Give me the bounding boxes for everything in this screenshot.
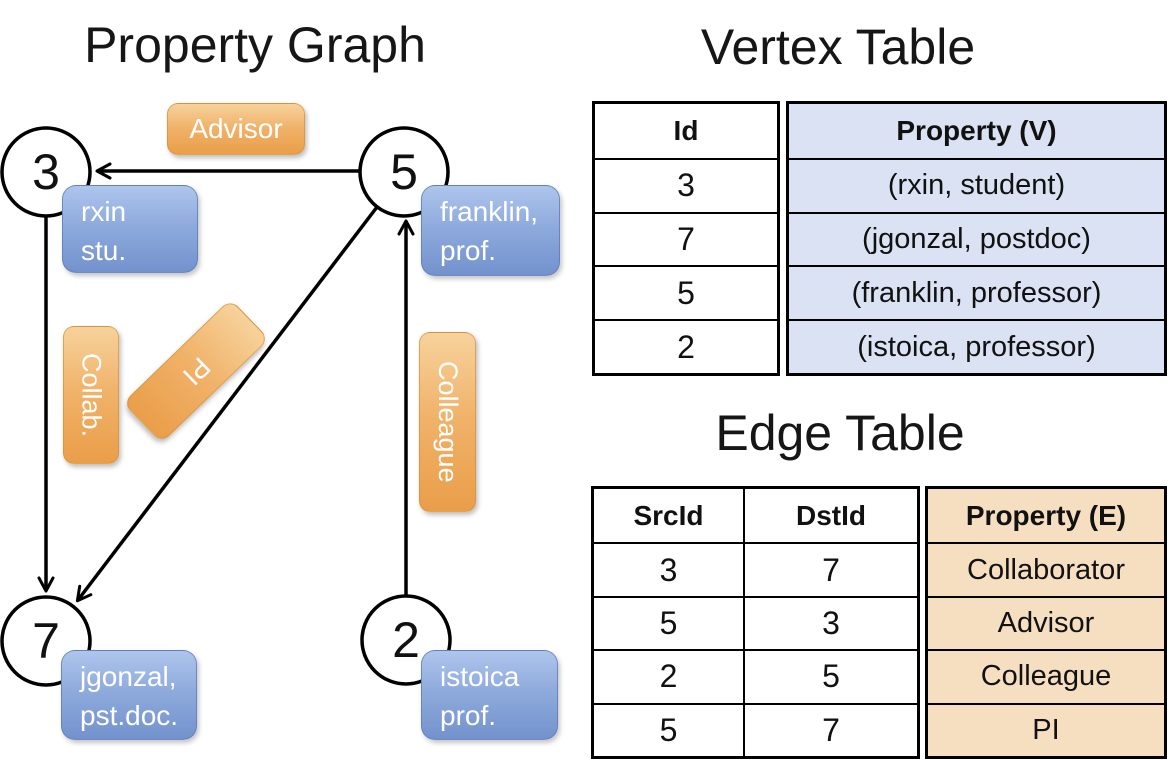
edge-table-title: Edge Table bbox=[715, 405, 965, 461]
vertex-id-3: 3 bbox=[32, 144, 60, 200]
edge-label-advisor: Advisor bbox=[167, 103, 305, 155]
property-line: istoica bbox=[440, 661, 520, 692]
vertex-table-property-column: Property (V) (rxin, student) (jgonzal, p… bbox=[786, 101, 1167, 376]
vertex-table-property-cell: (jgonzal, postdoc) bbox=[789, 211, 1164, 266]
edge-table-dst-cell: 7 bbox=[743, 702, 917, 756]
property-line: jgonzal, bbox=[80, 661, 177, 692]
edge-5-to-7-pi bbox=[75, 205, 379, 603]
vertex-table-title: Vertex Table bbox=[700, 19, 976, 75]
vertex-table-id-cell: 3 bbox=[595, 157, 777, 212]
edge-table-property-cell: PI bbox=[928, 702, 1164, 756]
property-line: rxin bbox=[81, 196, 127, 227]
edge-table-src-cell: 2 bbox=[594, 649, 743, 702]
vertex-property-box-jgonzal: jgonzal, pst.doc. bbox=[61, 650, 197, 740]
edge-table-header-dstid: DstId bbox=[743, 489, 917, 543]
vertex-table-id-cell: 7 bbox=[595, 211, 777, 266]
property-graph-title: Property Graph bbox=[84, 17, 426, 73]
edge-table-id-columns: SrcId DstId 3 7 5 3 2 5 5 7 bbox=[591, 486, 920, 759]
edge-table-src-cell: 3 bbox=[594, 542, 743, 595]
property-line: franklin, bbox=[440, 196, 539, 227]
edge-table-src-cell: 5 bbox=[594, 702, 743, 756]
edge-table-property-cell: Colleague bbox=[928, 649, 1164, 703]
edge-table-dst-cell: 3 bbox=[743, 595, 917, 650]
vertex-id-7: 7 bbox=[32, 613, 60, 669]
vertex-property-box-franklin: franklin, prof. bbox=[421, 185, 560, 276]
edge-table-src-cell: 5 bbox=[594, 595, 743, 649]
edge-table-header-srcid: SrcId bbox=[633, 499, 704, 531]
vertex-id-2: 2 bbox=[392, 612, 420, 668]
vertex-table-id-cell: 2 bbox=[595, 319, 777, 373]
property-line: prof. bbox=[440, 235, 497, 267]
edge-table-dst-cell: 7 bbox=[743, 542, 917, 596]
vertex-id-5: 5 bbox=[390, 144, 418, 200]
edge-table-property-cell: Collaborator bbox=[928, 542, 1164, 596]
edge-table-property-column: Property (E) Collaborator Advisor Collea… bbox=[925, 486, 1167, 759]
edge-table-header-property: Property (E) bbox=[928, 489, 1164, 543]
vertex-table-property-cell: (rxin, student) bbox=[789, 157, 1164, 212]
edge-label-colleague: Colleague bbox=[419, 332, 476, 512]
edge-table-dst-cell: 5 bbox=[743, 649, 917, 703]
edge-label-collab: Collab. bbox=[63, 326, 119, 464]
property-line: pst.doc. bbox=[80, 700, 179, 732]
edge-table-property-cell: Advisor bbox=[928, 595, 1164, 650]
vertex-property-box-istoica: istoica prof. bbox=[421, 650, 558, 740]
vertex-table-header-property: Property (V) bbox=[789, 104, 1164, 158]
vertex-table-header-id: Id bbox=[673, 114, 699, 146]
vertex-property-box-rxin: rxin stu. bbox=[62, 185, 198, 273]
vertex-table-id-column: Id 3 7 5 2 bbox=[592, 101, 780, 376]
property-line: prof. bbox=[440, 700, 497, 732]
property-line: stu. bbox=[81, 235, 127, 267]
vertex-table-id-cell: 5 bbox=[595, 265, 777, 319]
vertex-table-property-cell: (istoica, professor) bbox=[789, 319, 1164, 373]
vertex-table-property-cell: (franklin, professor) bbox=[789, 265, 1164, 320]
